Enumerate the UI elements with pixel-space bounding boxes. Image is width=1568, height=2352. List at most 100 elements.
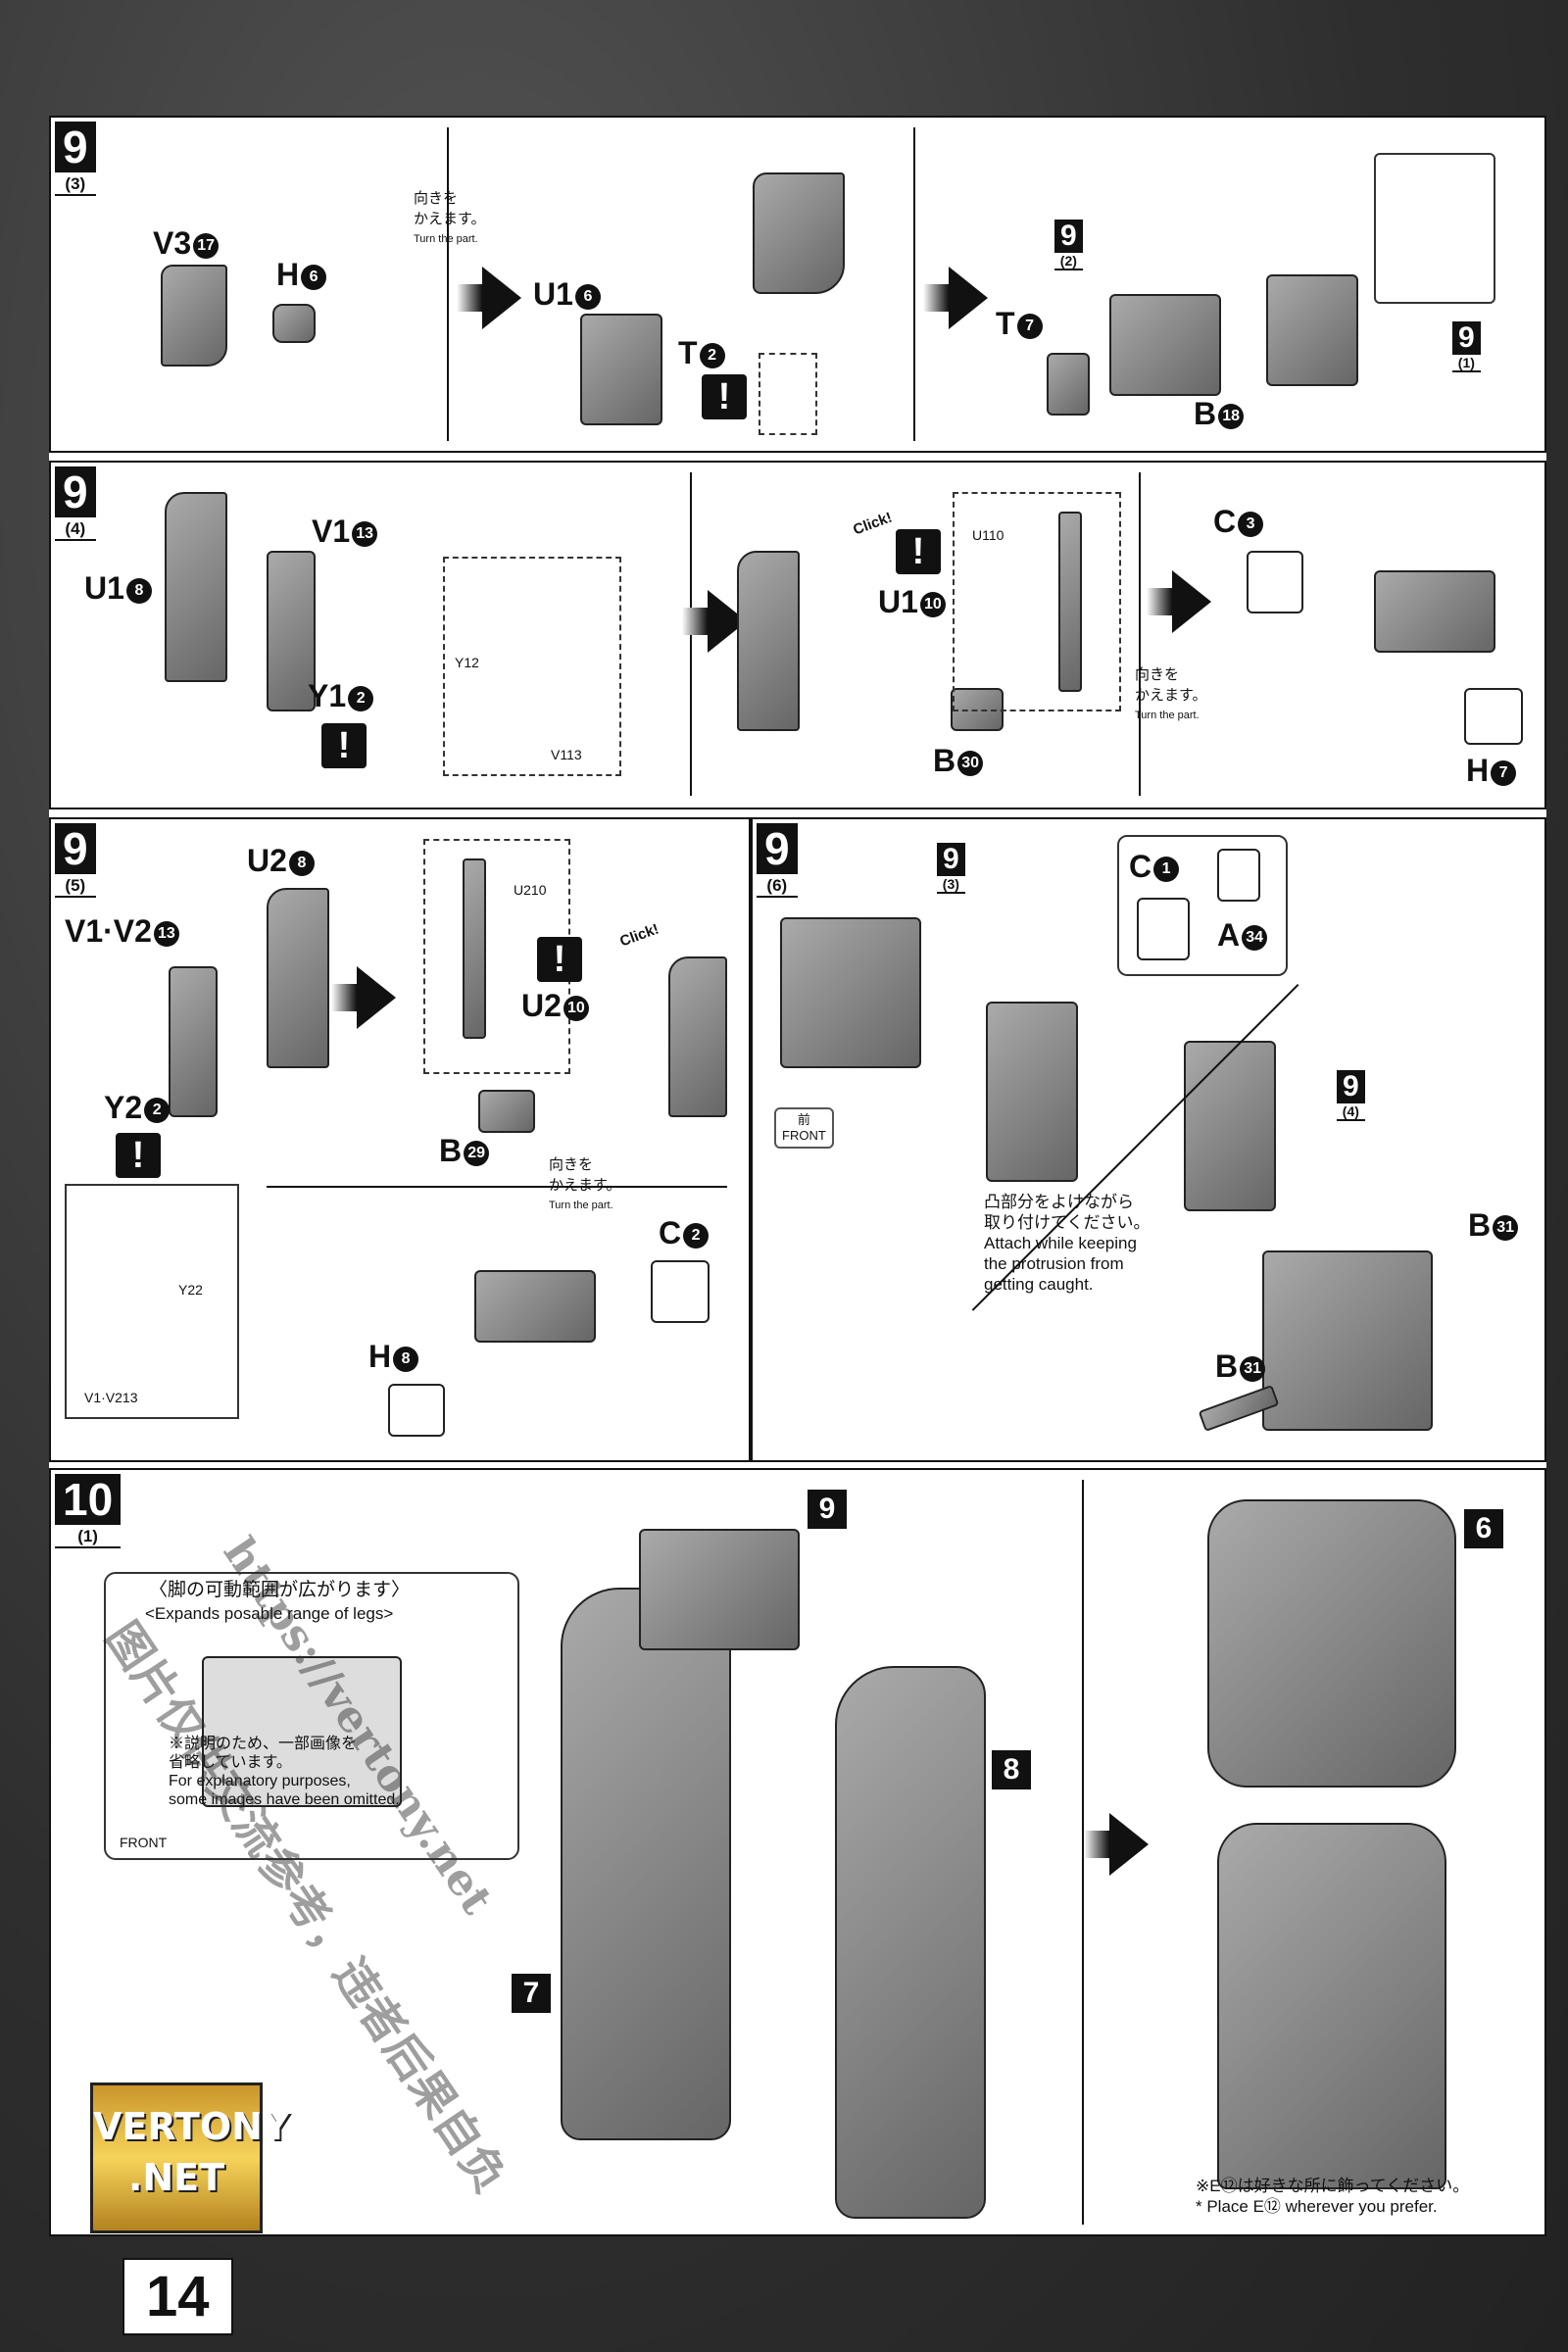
caution-icon: ! [116, 1133, 161, 1178]
step-ref-9-2: 9(2) [1054, 220, 1083, 270]
detail-label-u1-10: U110 [972, 527, 1004, 543]
next-arrow [1084, 1813, 1149, 1876]
divider [267, 1186, 727, 1188]
assembled-upper-body [1207, 1499, 1456, 1788]
turn-note: 向きを かえます。 Turn the part. [1135, 666, 1207, 721]
divider [1082, 1480, 1084, 2225]
part-c2 [651, 1260, 710, 1323]
detail-label-v1: V113 [551, 747, 582, 762]
part-leg-armor [737, 551, 800, 731]
detail-label-y1: Y12 [455, 655, 479, 670]
step-ref-8: 8 [992, 1750, 1031, 1789]
attach-note: 凸部分をよけながら 取り付けてください。 Attach while keepin… [984, 1193, 1151, 1294]
part-shoulder [1266, 274, 1358, 386]
part-leg-armor [668, 956, 727, 1117]
part-u1-10-bar [1058, 512, 1082, 692]
next-arrow [331, 966, 396, 1029]
part-u1-top [753, 172, 845, 294]
part-c3 [1247, 551, 1303, 613]
part-b29 [478, 1090, 535, 1133]
assembled-leg-right [835, 1666, 986, 2219]
click-label: Click! [851, 509, 895, 539]
part-foot-block [1374, 570, 1495, 653]
part-foot-block [474, 1270, 596, 1343]
callout-title-jp: 〈脚の可動範囲が広がります〉 [149, 1580, 411, 1600]
part-c1 [1137, 898, 1190, 960]
omit-note: ※説明のため、一部画像を 省略しています。 For explanatory pu… [169, 1736, 400, 1808]
part-u2-10-bar [463, 858, 486, 1039]
caution-icon: ! [537, 937, 582, 982]
detail-box [1117, 835, 1288, 976]
step-number: 10 (1) [55, 1474, 122, 1548]
click-label: Click! [617, 920, 662, 951]
part-t7 [1047, 353, 1090, 416]
step-10-1-panel: 10 (1) 〈脚の可動範囲が広がります〉 <Expands posable r… [49, 1468, 1546, 2236]
part-v1v2-13 [169, 966, 218, 1117]
part-u1-8 [165, 492, 227, 682]
detail-box [65, 1184, 239, 1419]
step-ref-9-4: 9(4) [1337, 1070, 1365, 1121]
caution-icon: ! [702, 374, 747, 419]
part-hip-assembly [1262, 1250, 1433, 1431]
part-u1-6 [580, 314, 662, 425]
detail-box [443, 557, 621, 776]
step-number: 9 (5) [55, 823, 96, 898]
divider [447, 127, 449, 441]
step-ref-9-1: 9(1) [1452, 321, 1481, 372]
part-u2-8 [267, 888, 329, 1068]
part-a34 [1217, 849, 1260, 902]
leg-range-callout [104, 1572, 519, 1860]
step-ref-9: 9 [808, 1490, 847, 1529]
hip-block [639, 1529, 800, 1650]
detail-label-y2: Y22 [178, 1282, 203, 1298]
assembled-leg-left [561, 1588, 731, 2140]
next-arrow [1147, 570, 1211, 633]
turn-note: 向きを かえます。 Turn the part. [414, 190, 486, 245]
detail-label-u2-10: U210 [514, 882, 547, 898]
step-ref-7: 7 [512, 1974, 551, 2013]
part-skirt-armor [986, 1002, 1078, 1182]
detail-box [953, 492, 1121, 711]
part-h6 [272, 304, 316, 343]
detail-box [759, 353, 817, 435]
part-skirt-c1 [1184, 1041, 1276, 1211]
part-v1-13 [267, 551, 316, 711]
front-label: FRONT [120, 1835, 168, 1850]
part-h7 [1464, 688, 1523, 745]
step-ref-6: 6 [1464, 1509, 1503, 1548]
next-arrow [923, 267, 988, 329]
part-hip-detail [202, 1656, 402, 1807]
detail-label-v1v2: V1·V213 [84, 1390, 138, 1405]
vertony-logo: VERTONY .NET [90, 2082, 289, 2233]
step-number: 9 (4) [55, 466, 96, 541]
next-arrow [457, 267, 521, 329]
step-ref-9-3: 9(3) [937, 843, 965, 894]
divider [1139, 472, 1141, 796]
turn-note: 向きを かえます。 Turn the part. [549, 1156, 621, 1211]
